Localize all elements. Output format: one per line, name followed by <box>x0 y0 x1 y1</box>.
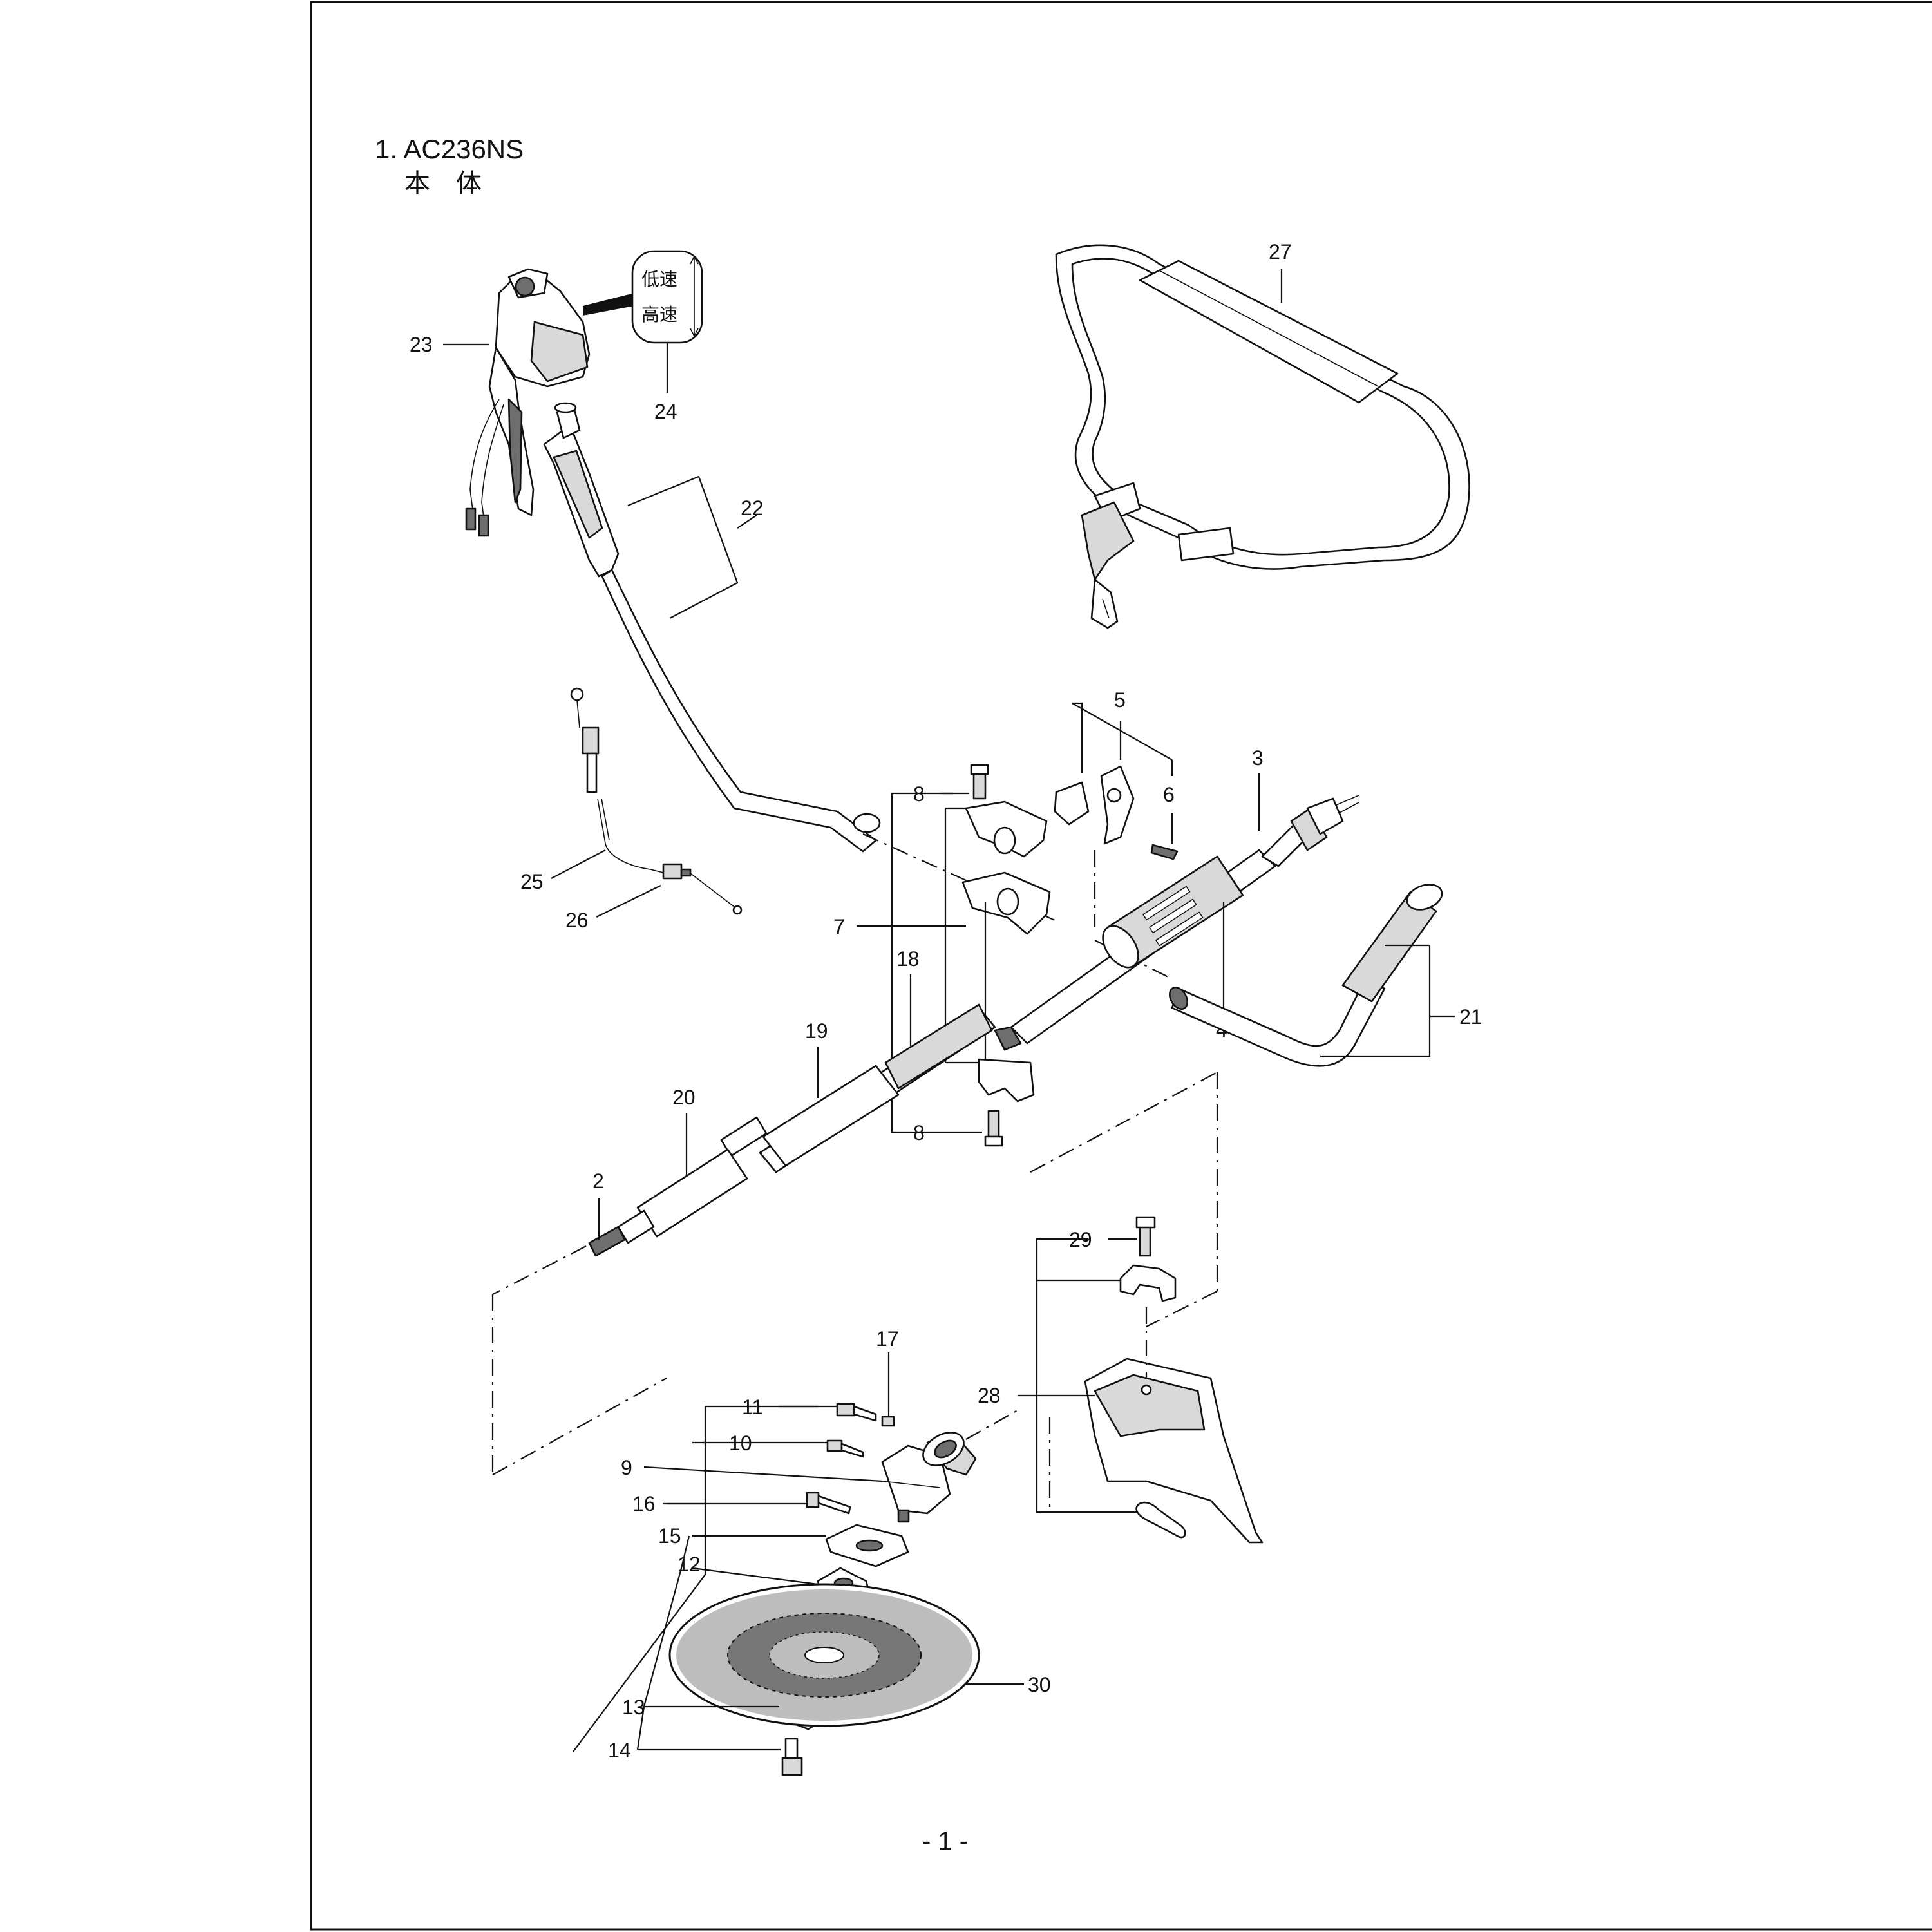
drive-shaft-part <box>588 1003 996 1257</box>
left-handlebar-part <box>543 402 881 853</box>
callout-6: 6 <box>1163 783 1175 806</box>
throttle-lever-part <box>465 268 591 537</box>
callout-9: 9 <box>621 1456 632 1479</box>
callout-7: 7 <box>833 915 845 938</box>
callout-23: 23 <box>410 333 433 356</box>
callout-15: 15 <box>658 1524 681 1548</box>
throttle-cable-part <box>570 687 743 915</box>
callout-12: 12 <box>677 1553 701 1576</box>
speed-label-high: 高速 <box>641 305 677 325</box>
callout-11: 11 <box>742 1396 763 1419</box>
speed-label-low: 低速 <box>641 269 677 289</box>
callout-27: 27 <box>1269 240 1292 263</box>
gear-case-part <box>881 1410 1018 1523</box>
callout-21: 21 <box>1459 1005 1482 1028</box>
callout-24: 24 <box>654 400 677 423</box>
main-grip-part <box>1102 855 1244 969</box>
callout-5: 5 <box>1114 688 1126 712</box>
saw-blade-part <box>668 1583 980 1727</box>
safety-guard-part <box>1084 1216 1264 1544</box>
callout-18: 18 <box>896 947 920 971</box>
callout-28: 28 <box>978 1384 1001 1407</box>
gear-case-bolts <box>826 1403 895 1458</box>
callout-8-bottom: 8 <box>913 1121 925 1144</box>
callout-22: 22 <box>741 497 764 520</box>
callout-10: 10 <box>729 1432 752 1455</box>
hanger-bracket-part <box>1054 765 1179 860</box>
callout-26: 26 <box>565 909 589 932</box>
callout-20: 20 <box>672 1086 696 1109</box>
callout-3: 3 <box>1252 746 1264 770</box>
page-border <box>310 1 1932 1931</box>
callout-13: 13 <box>622 1696 645 1719</box>
diagram-title: 1. AC236NS <box>375 134 524 164</box>
diagram-subtitle: 本 体 <box>404 169 482 198</box>
callout-29: 29 <box>1069 1228 1092 1251</box>
callout-17: 17 <box>876 1327 899 1350</box>
callout-8-top: 8 <box>913 782 925 806</box>
shoulder-strap-part <box>1055 244 1470 629</box>
callout-14: 14 <box>608 1739 631 1762</box>
callout-25: 25 <box>520 870 544 893</box>
clamp-part <box>961 764 1051 1147</box>
speed-label-part: 低速 高速 <box>631 250 703 344</box>
right-handlebar-part <box>1168 884 1443 1067</box>
callout-16: 16 <box>632 1492 656 1515</box>
callout-30: 30 <box>1028 1673 1051 1696</box>
callout-19: 19 <box>805 1019 828 1043</box>
callout-2: 2 <box>592 1170 604 1193</box>
page-number: - 1 - <box>922 1827 968 1855</box>
